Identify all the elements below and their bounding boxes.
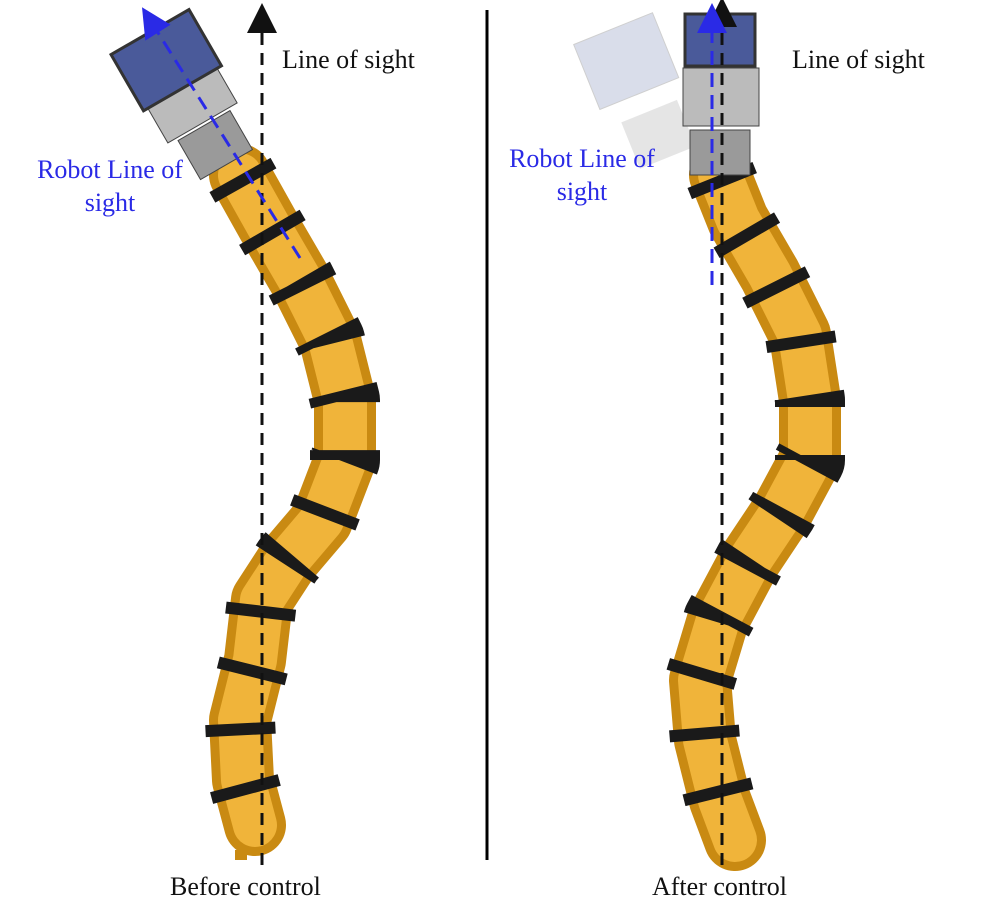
caption-before: Before control <box>170 872 321 901</box>
label-line-2: sight <box>84 188 136 217</box>
label-line-1: Robot Line of <box>37 155 183 184</box>
caption-after: After control <box>652 872 788 901</box>
label-line-2: sight <box>556 177 608 206</box>
robot-line-of-sight-before <box>142 7 302 259</box>
line-of-sight-label-after: Line of sight <box>792 45 925 74</box>
label-line-1: Robot Line of <box>509 144 655 173</box>
camera-head <box>108 7 254 181</box>
robot-line-of-sight-label-after: Robot Line of sight <box>492 142 672 208</box>
line-of-sight-label-before: Line of sight <box>282 45 415 74</box>
robot-line-of-sight-label-before: Robot Line of sight <box>20 153 200 219</box>
previous-camera-pose <box>573 12 696 169</box>
snake-robot-after <box>573 12 845 871</box>
snake-robot-before <box>108 7 380 860</box>
